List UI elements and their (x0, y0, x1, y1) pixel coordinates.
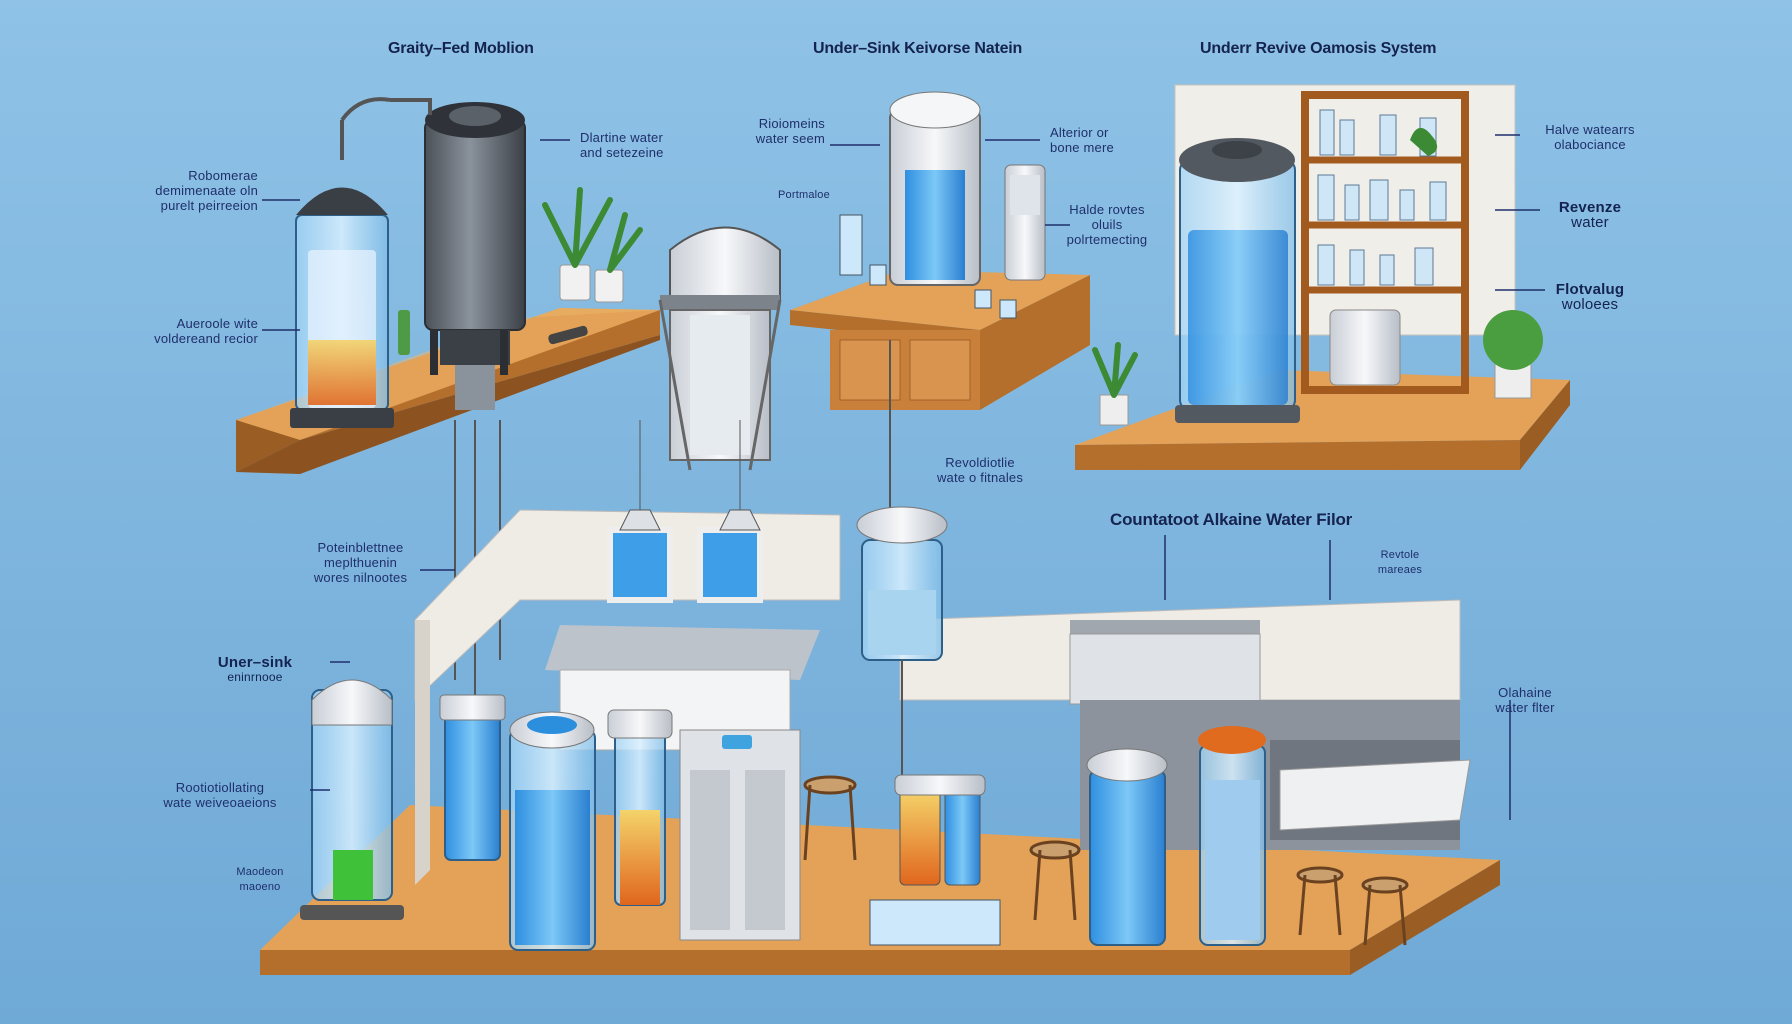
label-line: demimenaate oln (155, 183, 258, 198)
label-halve-watearrs: Halve watearrs olabociance (1530, 122, 1650, 152)
ro-big-tank (1175, 138, 1300, 423)
label-line: water seem (755, 131, 825, 146)
label-line: maoeno (239, 881, 281, 893)
label-line: and setezeine (580, 145, 664, 160)
label-line: olabociance (1554, 137, 1626, 152)
label-revenze-water: Revenze water (1550, 200, 1630, 230)
label-line: Flotvalug (1555, 281, 1625, 298)
label-line: Halde rovtes (1069, 202, 1145, 217)
label-line: mareaes (1377, 564, 1423, 576)
label-alterior: Alterior or bone mere (1050, 125, 1114, 155)
label-olahaine: Olahaine water flter (1480, 685, 1570, 715)
label-halde-rovtes: Halde rovtes oluils polrtemecting (1052, 202, 1162, 247)
label-line: bone mere (1050, 140, 1114, 155)
kitchen-pendant-lamps (619, 420, 761, 531)
label-line: Maodeon (236, 866, 284, 878)
label-line: purelt peirreeion (160, 198, 258, 213)
label-line: Rioiomeins (758, 116, 825, 131)
label-line: Revoldiotlie (945, 455, 1015, 470)
label-line: polrtemecting (1066, 232, 1148, 247)
under-sink-white-filter (658, 226, 782, 471)
label-uner-sink: Uner–sink eninrnooe (210, 655, 300, 685)
label-robomerae: Robomerae demimenaate oln purelt peirree… (118, 168, 258, 213)
label-line: eninrnooe (227, 670, 283, 684)
label-dlartine: Dlartine water and setezeine (580, 130, 664, 160)
label-rootiotiollating: Rootiotiollating wate weiveoaeions (140, 780, 300, 810)
kitchen-filters (300, 506, 1266, 951)
under-sink-ro-desk (790, 270, 1090, 410)
label-line: Poteinblettnee (317, 540, 404, 555)
label-line: Revenze (1558, 199, 1622, 216)
label-poteinblettnee: Poteinblettnee meplthuenin wores nilnoot… (298, 540, 423, 585)
label-line: wate weiveoaeions (163, 795, 277, 810)
title-countertop-alkaline: Countatoot Alkaine Water Filor (1110, 510, 1353, 529)
gravity-dark-tank (390, 98, 526, 410)
label-line: meplthuenin (323, 555, 398, 570)
label-portmaloe: Portmaloe (778, 189, 830, 201)
label-line: Robomerae (188, 168, 258, 183)
label-line: water flter (1495, 700, 1555, 715)
label-revtole: Revtole mareaes (1360, 548, 1440, 578)
callout-lines (262, 134, 1545, 820)
label-line: Alterior or (1050, 125, 1109, 140)
desk-glasses (839, 214, 1017, 319)
label-line: Rootiotiollating (175, 780, 265, 795)
label-flotvalug: Flotvalug woloees (1550, 282, 1630, 312)
gravity-glass-filter (290, 97, 394, 428)
label-line: water (1571, 214, 1609, 231)
top-left-plant (398, 187, 643, 355)
label-line: Uner–sink (217, 654, 293, 671)
ro-shelf (1301, 91, 1469, 394)
label-line: Revtole (1380, 549, 1420, 561)
label-rioiomeins: Rioiomeins water seem (720, 116, 825, 146)
label-line: wores nilnootes (313, 570, 408, 585)
label-line: Halve watearrs (1545, 122, 1635, 137)
title-gravity-fed: Graity–Fed Moblion (388, 40, 534, 57)
label-line: oluils (1091, 217, 1123, 232)
under-sink-ro-canister (889, 91, 1046, 286)
label-line: wate o fitnales (936, 470, 1024, 485)
label-line: voldereand recior (154, 331, 258, 346)
label-maodeon: Maodeon maoeno (225, 865, 295, 895)
ro-plants (1092, 310, 1543, 426)
label-line: Aueroole wite (176, 316, 258, 331)
label-revoldiotlie: Revoldiotlie wate o fitnales (920, 455, 1040, 485)
kitchen-stools (803, 775, 1409, 946)
label-line: Olahaine (1498, 685, 1552, 700)
label-line: woloees (1561, 296, 1619, 313)
label-line: Dlartine water (580, 130, 663, 145)
title-under-sink-ro: Under–Sink Keivorse Natein (813, 40, 1023, 57)
label-aueroole: Aueroole wite voldereand recior (118, 316, 258, 346)
title-under-ro-system: Underr Revive Oamosis System (1200, 40, 1437, 57)
